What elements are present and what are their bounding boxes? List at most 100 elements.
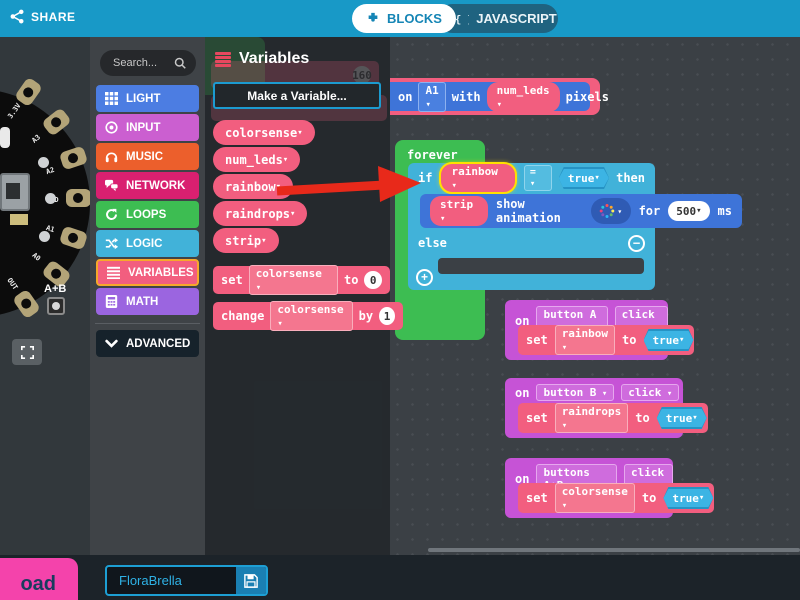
on-keyword: on — [398, 89, 413, 104]
forever-label: forever — [407, 148, 458, 162]
status-led — [10, 214, 28, 225]
change-variable-block[interactable]: change colorsense by 1 — [213, 301, 404, 331]
project-name-input[interactable]: FloraBrella — [119, 573, 182, 588]
tab-blocks[interactable]: BLOCKS — [352, 4, 456, 33]
category-light[interactable]: LIGHT — [96, 85, 199, 112]
save-icon — [244, 573, 258, 588]
category-math[interactable]: MATH — [96, 288, 199, 315]
true-hex-block[interactable]: true — [663, 487, 714, 509]
value-input[interactable]: 1 — [379, 307, 396, 325]
flyout-title: Variables — [239, 50, 310, 67]
variable-dropdown[interactable]: colorsense — [248, 265, 338, 295]
search-input[interactable]: Search... — [100, 50, 196, 76]
board-led-dot — [38, 157, 49, 168]
variable-pill-rainbow[interactable]: rainbow — [213, 174, 293, 199]
save-button[interactable] — [236, 567, 266, 594]
category-loops[interactable]: LOOPS — [96, 201, 199, 228]
simulator-panel: 3.3V A3 A2 GND A1 A0 OUT A+B — [0, 37, 90, 555]
set-rainbow-true-block[interactable]: set rainbow to true — [518, 325, 694, 355]
braces-icon: { } — [455, 14, 469, 25]
board-led-dot — [39, 231, 50, 242]
category-network[interactable]: NETWORK — [96, 172, 199, 199]
target-icon — [105, 121, 118, 134]
share-label: SHARE — [31, 9, 76, 24]
on-keyword: on — [515, 385, 530, 400]
button-dropdown[interactable]: button B — [536, 384, 615, 401]
pixels-keyword: pixels — [565, 89, 609, 104]
to-keyword: to — [343, 273, 359, 287]
board-pad[interactable] — [66, 189, 90, 207]
create-strip-block[interactable]: on A1 with num_leds pixels — [390, 81, 609, 112]
else-statement-slot[interactable] — [438, 258, 644, 274]
set-variable-block[interactable]: set colorsense to 0 — [213, 265, 390, 295]
set-colorsense-true-block[interactable]: set colorsense to true — [518, 483, 714, 513]
pin-dropdown[interactable]: A1 — [418, 81, 446, 112]
project-name-group: FloraBrella — [105, 565, 268, 596]
tab-javascript[interactable]: { } JAVASCRIPT — [438, 4, 558, 33]
add-else-button[interactable]: + — [416, 269, 433, 286]
rainbow-condition-pill-highlighted[interactable]: rainbow — [439, 162, 517, 194]
category-logic[interactable]: LOGIC — [96, 230, 199, 257]
slide-switch[interactable] — [0, 173, 30, 211]
then-keyword: then — [616, 171, 645, 185]
flyout-header: Variables — [215, 50, 309, 68]
variable-pill-raindrops[interactable]: raindrops — [213, 201, 308, 226]
toolbox-sidebar: Search... LIGHT INPUT MUSIC NETWORK LOOP… — [90, 37, 205, 555]
rainbow-animation-icon — [600, 204, 615, 218]
toolbox-divider — [95, 323, 200, 324]
by-keyword: by — [358, 309, 374, 323]
horizontal-scrollbar[interactable] — [428, 548, 800, 552]
category-label: NETWORK — [126, 179, 186, 192]
true-hex-block[interactable]: true — [558, 167, 610, 189]
category-label: MUSIC — [126, 150, 164, 163]
variables-lines-icon — [215, 51, 231, 68]
top-bar: SHARE { } JAVASCRIPT BLOCKS — [0, 0, 800, 37]
tab-javascript-label: JAVASCRIPT — [476, 11, 557, 26]
variable-pill-num-leds[interactable]: num_leds — [213, 147, 301, 172]
animation-dropdown[interactable]: ▾ — [590, 198, 631, 224]
shuffle-icon — [105, 237, 118, 250]
download-button[interactable]: oad — [0, 558, 78, 600]
num-leds-pill[interactable]: num_leds — [486, 81, 560, 112]
value-input[interactable]: 0 — [364, 271, 382, 289]
loop-icon — [106, 208, 117, 220]
strip-pill[interactable]: strip — [430, 196, 488, 226]
show-animation-block[interactable]: strip show animation ▾ for 500 ms — [420, 194, 742, 228]
operator-dropdown[interactable]: = — [523, 165, 552, 191]
duration-dropdown[interactable]: 500 — [668, 201, 710, 221]
if-keyword: if — [418, 171, 433, 185]
block-workspace[interactable]: on A1 with num_leds pixels forever if ra… — [390, 37, 800, 555]
category-advanced[interactable]: ADVANCED — [96, 330, 199, 357]
variable-dropdown[interactable]: raindrops — [554, 403, 629, 433]
fullscreen-button[interactable] — [12, 339, 42, 365]
puzzle-icon — [368, 12, 378, 22]
category-variables[interactable]: VARIABLES — [96, 259, 199, 286]
svg-text:{ }: { } — [455, 14, 469, 25]
true-hex-block[interactable]: true — [643, 329, 694, 351]
variable-dropdown[interactable]: rainbow — [554, 325, 616, 355]
ab-button-label: A+B — [44, 283, 67, 295]
variable-pill-strip[interactable]: strip — [213, 228, 279, 253]
category-input[interactable]: INPUT — [96, 114, 199, 141]
variable-dropdown[interactable]: colorsense — [270, 301, 353, 331]
share-button[interactable]: SHARE — [10, 9, 76, 24]
variable-pill-colorsense[interactable]: colorsense — [213, 120, 315, 145]
make-variable-button[interactable]: Make a Variable... — [213, 82, 381, 109]
make-variable-label: Make a Variable... — [247, 88, 347, 103]
set-strip-block-fragment[interactable]: on A1 with num_leds pixels — [390, 78, 609, 115]
category-music[interactable]: MUSIC — [96, 143, 199, 170]
board-led-dot — [45, 193, 56, 204]
event-dropdown[interactable]: click — [621, 384, 680, 401]
if-else-block[interactable]: if rainbow = true then strip show animat… — [408, 162, 742, 290]
collapse-else-button[interactable]: − — [628, 234, 645, 252]
to-keyword: to — [641, 491, 657, 505]
set-keyword: set — [526, 491, 548, 505]
category-label: LOOPS — [126, 208, 167, 221]
set-raindrops-true-block[interactable]: set raindrops to true — [518, 403, 708, 433]
variable-dropdown[interactable]: colorsense — [554, 483, 635, 513]
category-label: ADVANCED — [126, 337, 191, 350]
ab-button[interactable] — [47, 297, 65, 315]
with-keyword: with — [451, 89, 481, 104]
true-hex-block[interactable]: true — [656, 407, 707, 429]
